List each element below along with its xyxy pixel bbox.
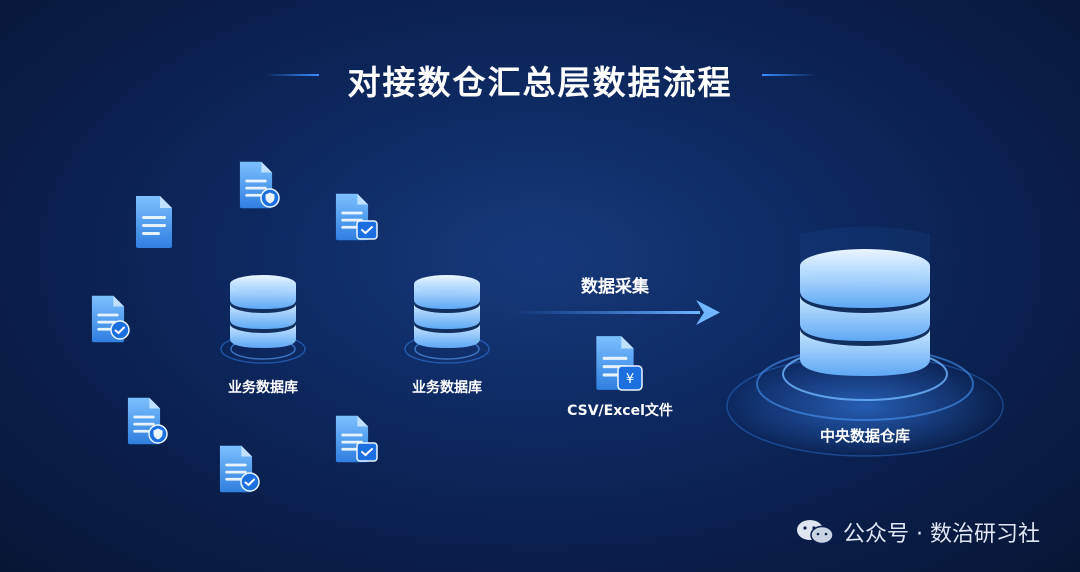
document-shield-icon (236, 160, 280, 216)
document-shield-icon (124, 396, 168, 452)
header: 对接数仓汇总层数据流程 (0, 52, 1080, 102)
csv-excel-file-icon: ¥ (592, 334, 648, 394)
csv-excel-label: CSV/Excel文件 (567, 403, 673, 419)
business-database-mid (402, 264, 492, 374)
arrow-right-icon (510, 300, 720, 325)
database-icon (218, 264, 308, 374)
document-check-icon (332, 414, 378, 470)
document-check-icon (216, 444, 260, 500)
database-icon (402, 264, 492, 374)
business-database-mid-label: 业务数据库 (412, 380, 482, 396)
business-database-left (218, 264, 308, 374)
title-decoration-left (265, 74, 319, 76)
central-data-warehouse-label: 中央数据仓库 (819, 427, 910, 445)
wechat-icon (797, 520, 834, 545)
page-title: 对接数仓汇总层数据流程 (347, 63, 733, 102)
svg-text:¥: ¥ (626, 372, 634, 387)
watermark: 公众号 · 数治研习社 (795, 516, 1040, 548)
document-icon (132, 194, 176, 250)
business-database-left-label: 业务数据库 (228, 380, 298, 396)
document-check-icon (88, 294, 132, 350)
arrow-label: 数据采集 (581, 277, 649, 297)
central-data-warehouse (720, 224, 1010, 474)
title-decoration-right (762, 74, 816, 76)
document-check-icon (332, 192, 378, 248)
watermark-text: 公众号 · 数治研习社 (843, 522, 1040, 547)
